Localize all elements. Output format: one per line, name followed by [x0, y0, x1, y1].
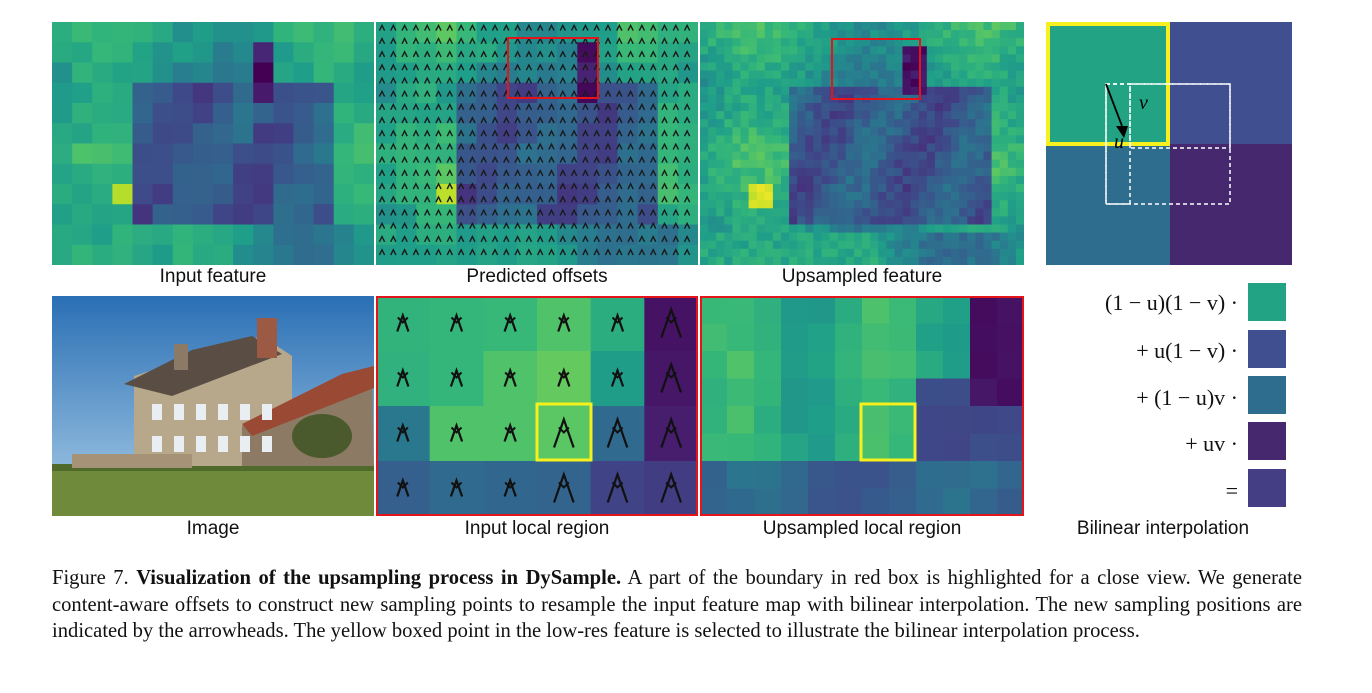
upsampled-feature-heatmap	[700, 22, 1024, 265]
input-local-region-heatmap	[376, 296, 698, 516]
caption-title: Visualization of the upsampling process …	[136, 567, 622, 589]
figure-caption: Figure 7. Visualization of the upsamplin…	[52, 565, 1302, 645]
bilinear-interpolation-caption: Bilinear interpolation	[1076, 518, 1250, 539]
predicted-offsets-heatmap	[376, 22, 698, 265]
swatch-5	[1248, 469, 1286, 507]
input-feature-caption: Input feature	[159, 266, 267, 287]
upsampled-feature-caption: Upsampled feature	[781, 266, 943, 287]
house-photo	[52, 296, 374, 516]
input-feature-heatmap	[52, 22, 374, 265]
term-3: + (1 − u)v ·	[1136, 385, 1238, 410]
swatch-3	[1248, 376, 1286, 414]
image-caption: Image	[186, 518, 240, 539]
term-1: (1 − u)(1 − v) ·	[1105, 290, 1238, 315]
upsampled-local-region-heatmap	[700, 296, 1024, 516]
term-5: =	[1225, 478, 1238, 503]
swatch-1	[1248, 283, 1286, 321]
term-4: + uv ·	[1185, 431, 1238, 456]
swatch-2	[1248, 330, 1286, 368]
predicted-offsets-caption: Predicted offsets	[466, 266, 608, 287]
upsampled-local-region-caption: Upsampled local region	[762, 518, 962, 539]
caption-body: A part of the boundary in red box is hig…	[52, 567, 1302, 642]
input-local-region-caption: Input local region	[464, 518, 610, 539]
bilinear-grid-diagram: v u	[1046, 22, 1292, 265]
v-label: v	[1139, 92, 1148, 114]
swatch-4	[1248, 422, 1286, 460]
term-2: + u(1 − v) ·	[1136, 338, 1238, 363]
u-label: u	[1114, 131, 1124, 153]
caption-label: Figure 7.	[52, 567, 129, 589]
